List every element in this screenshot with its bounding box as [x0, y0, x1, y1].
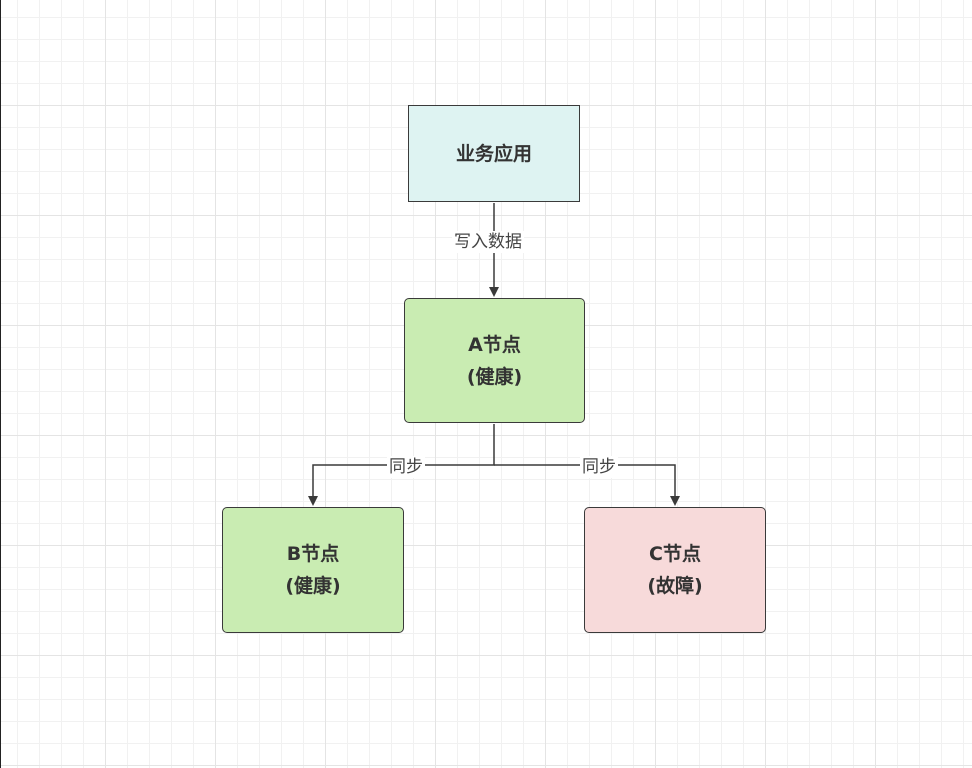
node-b-status: (健康): [285, 575, 341, 597]
node-a-name: A节点: [468, 333, 521, 356]
node-a[interactable]: A节点 (健康): [404, 298, 585, 423]
edge-label-sync-b: 同步: [387, 456, 425, 478]
node-b[interactable]: B节点 (健康): [222, 507, 404, 633]
node-c[interactable]: C节点 (故障): [584, 507, 766, 633]
node-b-name: B节点: [286, 543, 340, 565]
canvas-left-border: [0, 0, 1, 768]
node-a-status: (健康): [466, 365, 523, 388]
edge-label-sync-c: 同步: [580, 456, 618, 478]
node-business-app[interactable]: 业务应用: [408, 105, 580, 202]
node-c-status: (故障): [647, 575, 703, 597]
edge-a-to-c: [494, 464, 680, 506]
edge-label-write-data: 写入数据: [452, 231, 524, 253]
node-c-name: C节点: [649, 543, 701, 565]
node-business-app-label: 业务应用: [455, 142, 532, 165]
